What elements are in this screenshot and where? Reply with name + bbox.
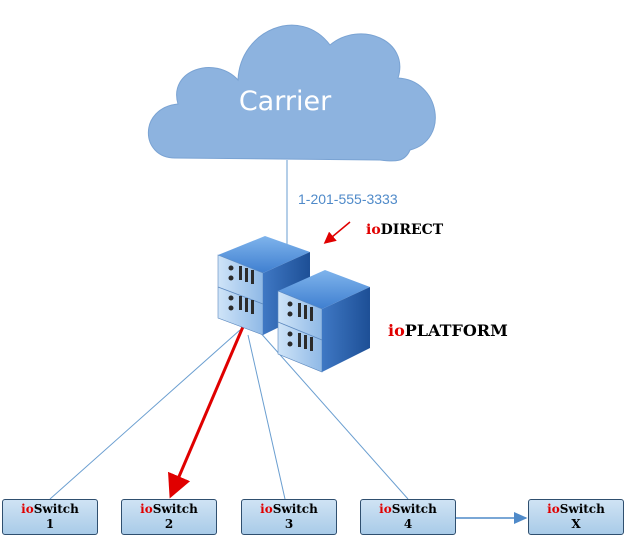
carrier-label: Carrier: [238, 86, 332, 117]
ioswitch-2-prefix: io: [140, 502, 153, 516]
ioswitch-3-id: 3: [284, 517, 294, 531]
ioplatform-suffix: PLATFORM: [404, 321, 508, 340]
ioswitch-x-id: X: [571, 517, 581, 531]
ioswitch-4-id: 4: [403, 517, 413, 531]
ioswitch-3: ioSwitch 3: [241, 499, 337, 535]
ioswitch-2-id: 2: [164, 517, 174, 531]
ioswitch-x: ioSwitch X: [528, 499, 624, 535]
iodirect-arrow: [323, 221, 351, 244]
ioplatform-label: ioPLATFORM: [388, 321, 508, 340]
ioswitch-2-name: Switch: [152, 502, 198, 516]
carrier-cloud: [147, 24, 436, 162]
ioswitch-4: ioSwitch 4: [360, 499, 456, 535]
switch-links: [49, 329, 409, 500]
ioswitch-3-name: Switch: [272, 502, 318, 516]
ioswitch-x-name: Switch: [559, 502, 605, 516]
ioswitch-4-name: Switch: [391, 502, 437, 516]
ioplatform-prefix: io: [388, 321, 405, 340]
phone-number-label: 1-201-555-3333: [298, 191, 398, 207]
ioswitch-1-prefix: io: [21, 502, 34, 516]
ioswitch-2: ioSwitch 2: [121, 499, 217, 535]
switch2-arrow: [168, 321, 247, 499]
ioswitch-1-name: Switch: [33, 502, 79, 516]
ioswitch-x-prefix: io: [547, 502, 560, 516]
iodirect-prefix: io: [366, 222, 381, 238]
ioswitch-4-prefix: io: [379, 502, 392, 516]
ioswitch-1: ioSwitch 1: [2, 499, 98, 535]
ioswitch-3-prefix: io: [260, 502, 273, 516]
ioswitch-1-id: 1: [45, 517, 55, 531]
iodirect-label: ioDIRECT: [366, 222, 443, 238]
iodirect-suffix: DIRECT: [380, 222, 444, 238]
platform-servers: [217, 236, 370, 373]
